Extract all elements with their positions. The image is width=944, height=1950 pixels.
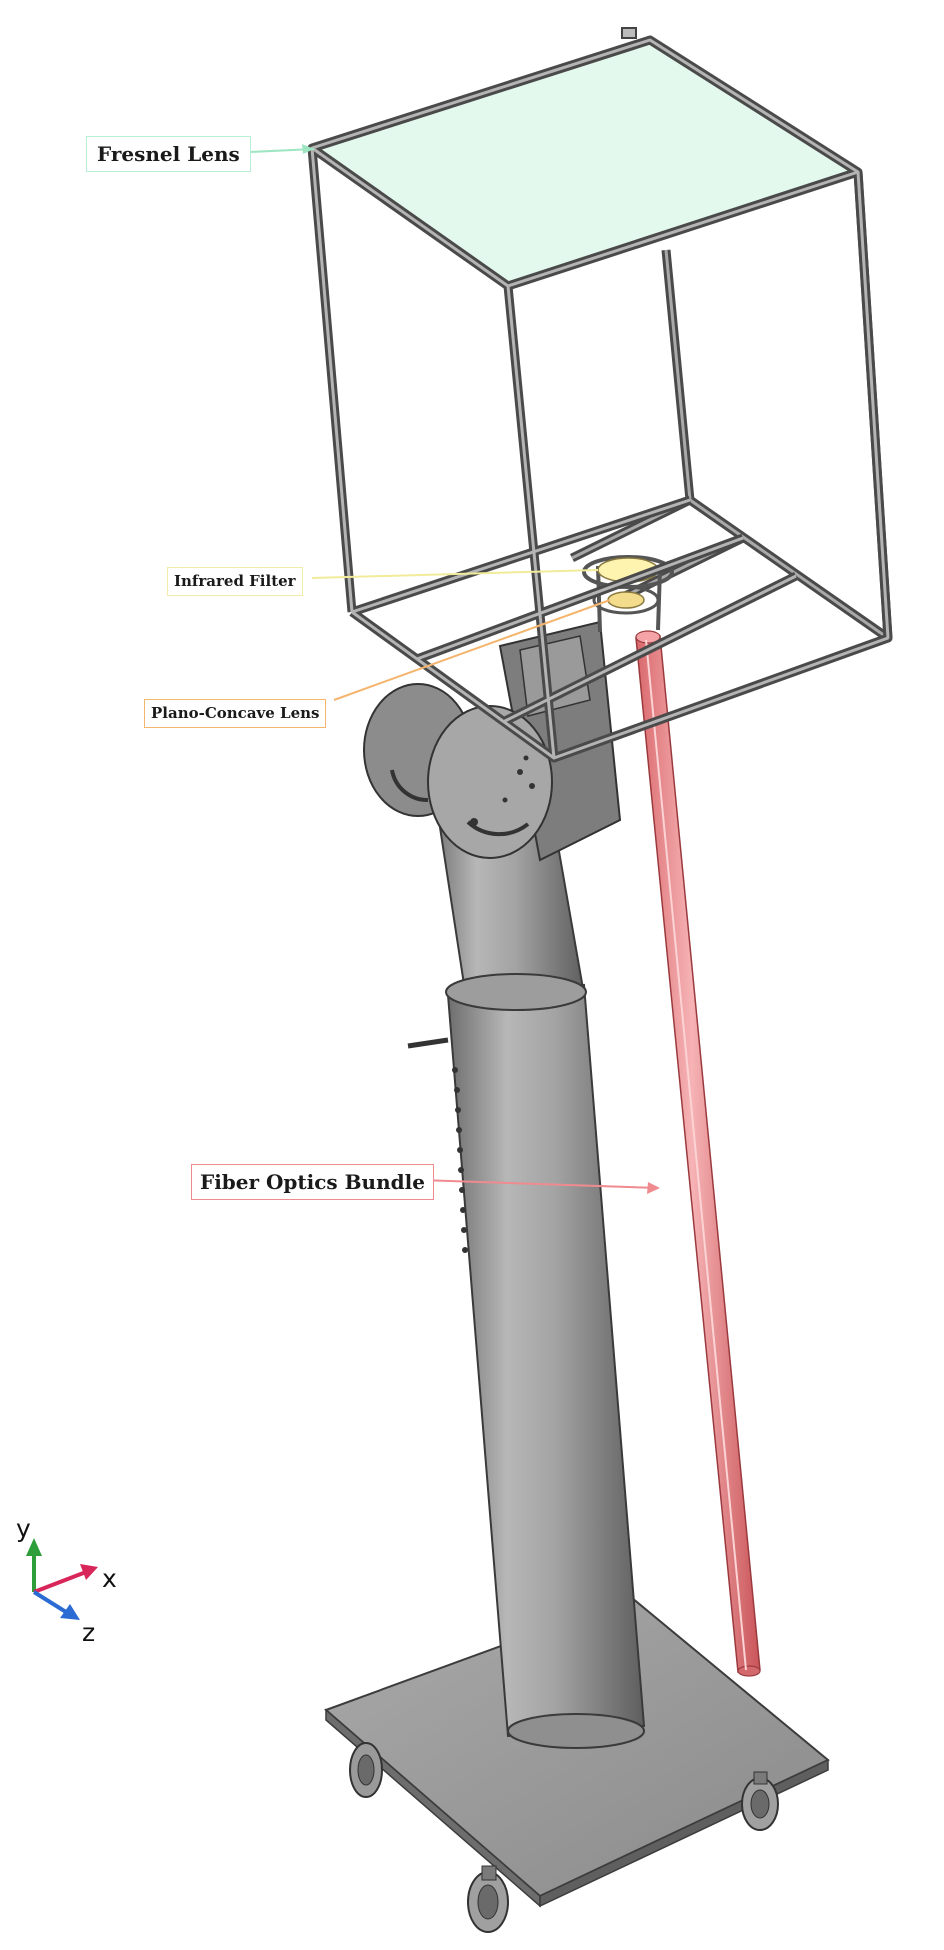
support-pole xyxy=(407,758,646,1749)
fiber-optics-bundle-label: Fiber Optics Bundle xyxy=(191,1164,434,1200)
leader-fiber xyxy=(419,1179,659,1189)
axis-triad xyxy=(26,1538,98,1620)
leader-arrowheads xyxy=(302,144,660,1194)
arrowhead-fiber xyxy=(647,1182,660,1194)
fiber-optics-bundle xyxy=(635,630,761,1677)
arrowhead-fresnel xyxy=(302,144,314,154)
plano-concave-lens xyxy=(607,591,645,609)
axis-x-arrow xyxy=(33,1570,87,1594)
wheel-right xyxy=(741,1771,779,1831)
plano-concave-lens-label: Plano-Concave Lens xyxy=(144,699,327,728)
optics-mount xyxy=(582,555,674,633)
axis-y-arrowhead xyxy=(26,1538,42,1556)
fresnel-lens-label: Fresnel Lens xyxy=(86,136,251,172)
axis-z-label: z xyxy=(82,1618,96,1647)
axis-x-arrowhead xyxy=(80,1564,98,1580)
fresnel-lens-plane xyxy=(312,27,858,286)
axis-z-arrowhead xyxy=(60,1604,80,1620)
leader-plano xyxy=(333,599,611,701)
hinge-head xyxy=(363,620,622,862)
wheel-left xyxy=(349,1742,383,1798)
wheel-front xyxy=(467,1865,509,1933)
leader-lines xyxy=(249,148,659,1189)
adjustment-holes xyxy=(452,1067,468,1253)
infrared-filter-label: Infrared Filter xyxy=(167,567,303,596)
axis-y-label: y xyxy=(16,1514,31,1543)
caster-wheels xyxy=(349,1742,779,1933)
axis-z-arrow xyxy=(32,1590,68,1614)
leader-infrared xyxy=(311,569,599,579)
lens-frame-front-highlight xyxy=(310,38,890,760)
axis-x-label: x xyxy=(102,1564,117,1593)
